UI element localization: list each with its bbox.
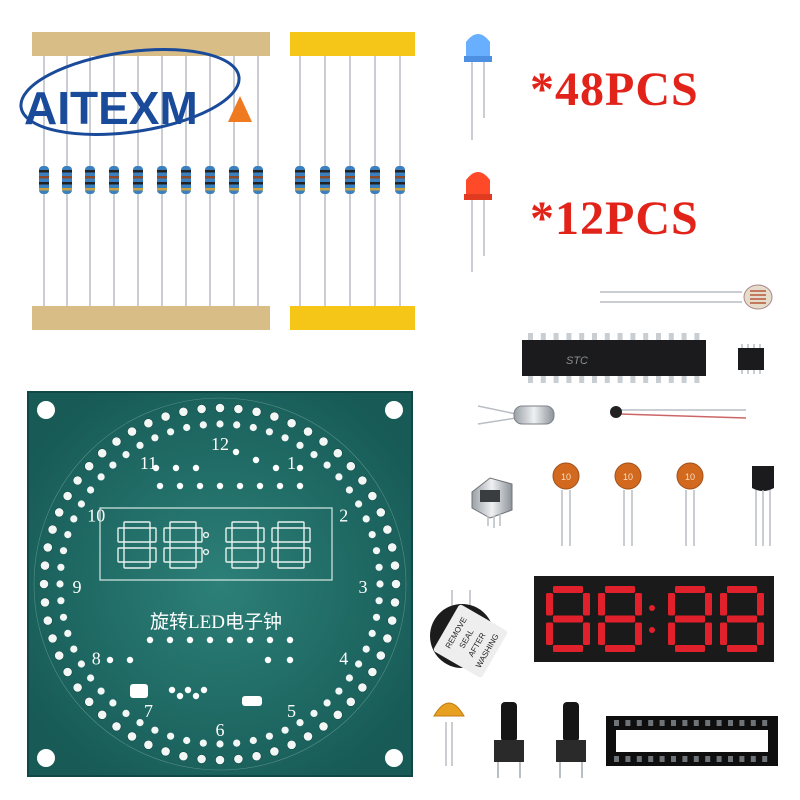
red-led xyxy=(464,172,492,272)
hour-label: 4 xyxy=(339,649,348,669)
buzzer-sticker: REMOVE SEAL AFTER WASHING xyxy=(433,604,508,678)
logo-text: AITEXM xyxy=(24,82,198,134)
temperature-sensor xyxy=(610,406,747,419)
photoresistor xyxy=(600,284,773,310)
resistor xyxy=(320,56,330,306)
digit xyxy=(668,586,712,652)
svg-text:10: 10 xyxy=(685,472,695,482)
digit xyxy=(720,586,764,652)
logo-triangle-icon xyxy=(228,96,252,122)
blue-led xyxy=(464,34,492,140)
resistor-strip-tan xyxy=(32,32,270,330)
hour-label: 2 xyxy=(339,506,348,526)
hour-label: 5 xyxy=(287,701,296,721)
ceramic-capacitor: 10 xyxy=(552,462,580,546)
hour-label: 3 xyxy=(359,577,368,597)
hour-label: 6 xyxy=(216,720,225,740)
resistor xyxy=(157,56,167,306)
digit xyxy=(271,521,311,569)
digit xyxy=(163,521,203,569)
eeprom-chip xyxy=(738,344,764,374)
digit xyxy=(117,521,157,569)
resistor xyxy=(253,56,263,306)
hour-label: 10 xyxy=(87,506,105,526)
ceramic-capacitor: 10 xyxy=(614,462,642,546)
svg-text:10: 10 xyxy=(623,472,633,482)
ceramic-capacitor: 10 xyxy=(676,462,704,546)
resistor xyxy=(85,56,95,306)
resistor xyxy=(395,56,405,306)
microcontroller-chip: STC xyxy=(522,333,706,383)
resistor xyxy=(109,56,119,306)
crystal-oscillator xyxy=(477,405,555,425)
resistor xyxy=(133,56,143,306)
quantity-label-12: *12PCS xyxy=(530,192,699,245)
mini-usb-connector xyxy=(471,477,513,528)
hour-label: 12 xyxy=(211,434,229,454)
resistor xyxy=(345,56,355,306)
hour-label: 1 xyxy=(287,453,296,473)
small-capacitor xyxy=(433,702,465,766)
quantity-label-48: *48PCS xyxy=(530,63,699,116)
resistor-strip-yellow xyxy=(290,32,415,330)
digit xyxy=(598,586,642,652)
resistor xyxy=(229,56,239,306)
resistor xyxy=(370,56,380,306)
push-button-2 xyxy=(556,702,586,778)
hour-label: 7 xyxy=(144,701,153,721)
resistor xyxy=(181,56,191,306)
buzzer: REMOVE SEAL AFTER WASHING xyxy=(430,590,508,678)
transistor xyxy=(752,466,774,546)
seven-segment-display xyxy=(534,576,774,662)
ceramic-capacitors: 10 10 10 xyxy=(552,462,704,546)
ic-socket xyxy=(606,716,778,766)
brand-logo: AITEXM xyxy=(19,48,252,136)
hour-label: 8 xyxy=(92,649,101,669)
hour-label: 9 xyxy=(73,577,82,597)
svg-text:STC: STC xyxy=(566,355,588,367)
digit xyxy=(225,521,265,569)
resistor xyxy=(62,56,72,306)
svg-text:10: 10 xyxy=(561,472,571,482)
push-button-1 xyxy=(494,702,524,778)
resistor xyxy=(39,56,49,306)
digit xyxy=(546,586,590,652)
resistor xyxy=(205,56,215,306)
pcb-caption: 旋转LED电子钟 xyxy=(150,611,282,633)
resistor xyxy=(295,56,305,306)
